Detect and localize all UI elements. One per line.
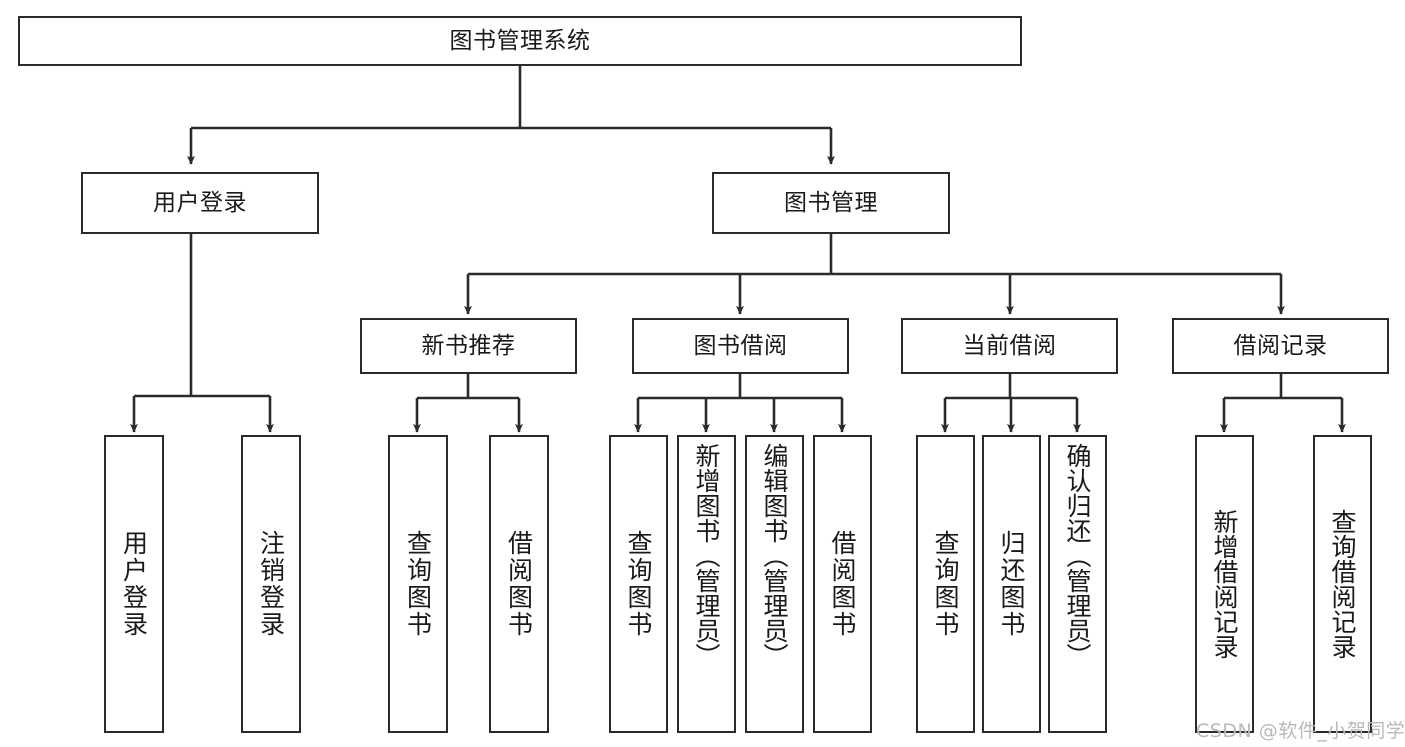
- node-label: 查询图书: [403, 530, 433, 638]
- node-root-library-system[interactable]: 图书管理系统: [18, 16, 1022, 66]
- node-label: 编辑图书（管理员）: [760, 443, 789, 668]
- leaf-current-return-book[interactable]: 归还图书: [982, 435, 1041, 733]
- leaf-new-book-borrow[interactable]: 借阅图书: [489, 435, 549, 733]
- node-new-book-recommend[interactable]: 新书推荐: [360, 318, 577, 374]
- leaf-borrow-borrow-book[interactable]: 借阅图书: [813, 435, 872, 733]
- node-label: 查询图书: [624, 530, 653, 638]
- leaf-user-login-signout[interactable]: 注销登录: [241, 435, 301, 733]
- node-label: 查询借阅记录: [1328, 509, 1357, 659]
- leaf-borrow-edit-book-admin[interactable]: 编辑图书（管理员）: [745, 435, 804, 733]
- node-label: 借阅图书: [504, 530, 534, 638]
- node-label: 用户登录: [119, 530, 149, 638]
- node-label: 新增图书（管理员）: [692, 443, 721, 668]
- node-label: 用户登录: [153, 189, 247, 216]
- node-book-borrow[interactable]: 图书借阅: [632, 318, 849, 374]
- node-label: 归还图书: [997, 530, 1026, 638]
- node-label: 图书借阅: [693, 332, 788, 359]
- node-label: 新增借阅记录: [1210, 509, 1239, 659]
- node-label: 查询图书: [931, 530, 960, 638]
- node-label: 新书推荐: [421, 332, 516, 359]
- leaf-user-login-signin[interactable]: 用户登录: [104, 435, 164, 733]
- leaf-record-add-borrow-record[interactable]: 新增借阅记录: [1195, 435, 1254, 733]
- node-borrow-record[interactable]: 借阅记录: [1172, 318, 1389, 374]
- csdn-watermark: CSDN @软件_小贺同学: [1196, 720, 1405, 742]
- leaf-current-query-book[interactable]: 查询图书: [916, 435, 975, 733]
- node-user-login[interactable]: 用户登录: [81, 172, 319, 234]
- leaf-new-book-query[interactable]: 查询图书: [388, 435, 448, 733]
- node-current-borrow[interactable]: 当前借阅: [901, 318, 1118, 374]
- leaf-borrow-query-book[interactable]: 查询图书: [609, 435, 668, 733]
- leaf-borrow-add-book-admin[interactable]: 新增图书（管理员）: [677, 435, 736, 733]
- leaf-current-confirm-return-admin[interactable]: 确认归还（管理员）: [1048, 435, 1107, 733]
- node-label: 借阅记录: [1233, 332, 1328, 359]
- node-label: 注销登录: [256, 530, 286, 638]
- node-label: 借阅图书: [828, 530, 857, 638]
- node-label: 确认归还（管理员）: [1063, 443, 1092, 668]
- leaf-record-query-borrow-record[interactable]: 查询借阅记录: [1313, 435, 1372, 733]
- node-label: 当前借阅: [962, 332, 1057, 359]
- node-label: 图书管理系统: [449, 27, 591, 54]
- node-book-management[interactable]: 图书管理: [712, 172, 950, 234]
- node-label: 图书管理: [784, 189, 878, 216]
